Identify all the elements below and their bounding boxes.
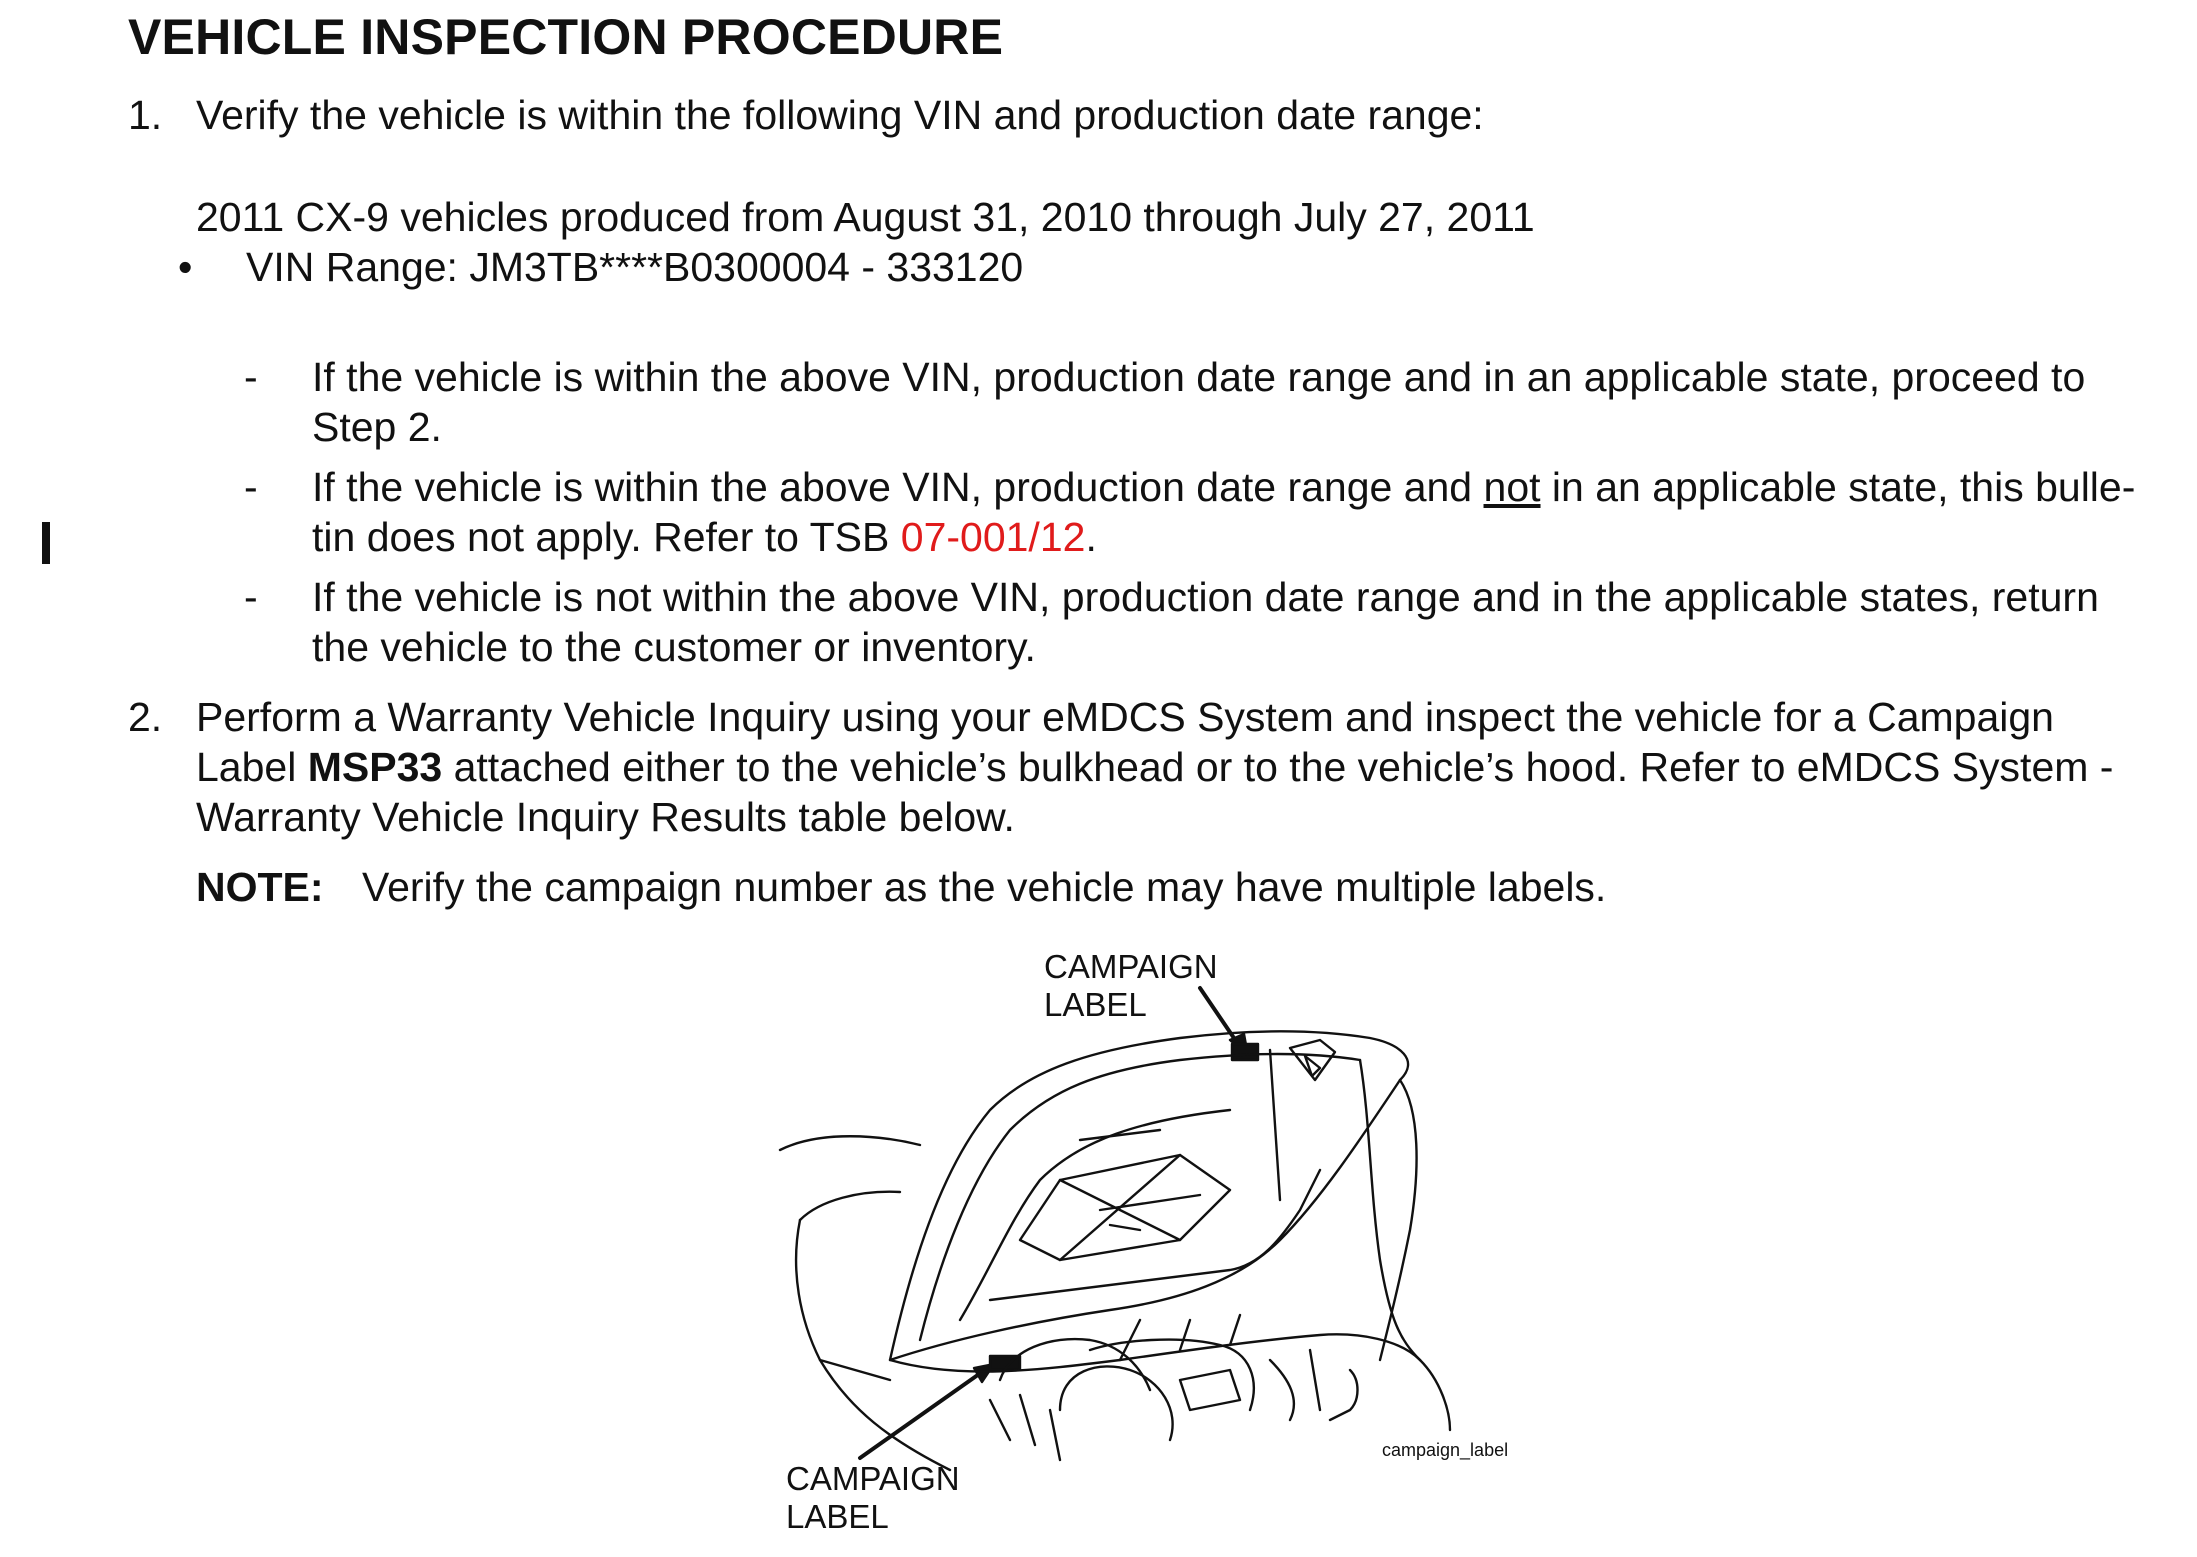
condition-2-text-c: tin does not apply. Refer to TSB bbox=[312, 514, 901, 560]
condition-2-text-a: If the vehicle is within the above VIN, … bbox=[312, 464, 1484, 510]
step-2-text-a: Label bbox=[196, 744, 308, 790]
step-1-number: 1. bbox=[128, 92, 163, 138]
not-emphasis: not bbox=[1483, 464, 1541, 510]
production-range-text: 2011 CX-9 vehicles produced from August … bbox=[196, 194, 1535, 240]
campaign-code: MSP33 bbox=[307, 744, 443, 790]
step-2-line-1: Perform a Warranty Vehicle Inquiry using… bbox=[196, 694, 2054, 740]
step-1-text: Verify the vehicle is within the followi… bbox=[196, 92, 1484, 138]
change-bar bbox=[42, 522, 50, 564]
note-text: Verify the campaign number as the vehicl… bbox=[362, 864, 1607, 910]
vehicle-body bbox=[778, 1058, 1452, 1472]
bottom-label-line-2: LABEL bbox=[786, 1498, 889, 1535]
dash-1: - bbox=[244, 354, 258, 400]
condition-1-line-2: Step 2. bbox=[312, 404, 442, 450]
condition-3-line-2: the vehicle to the customer or inventory… bbox=[312, 624, 1036, 670]
condition-1-line-1: If the vehicle is within the above VIN, … bbox=[312, 354, 2086, 400]
condition-2-text-b: in an applicable state, this bulle- bbox=[1540, 464, 2136, 510]
note: NOTE: bbox=[196, 862, 324, 912]
step-2-number: 2. bbox=[128, 694, 163, 740]
bullet: • bbox=[178, 244, 193, 290]
condition-3-line-1: If the vehicle is not within the above V… bbox=[312, 574, 2099, 620]
top-label-line-2: LABEL bbox=[1044, 986, 1147, 1023]
top-campaign-label-marker bbox=[1230, 1042, 1260, 1062]
step-2-line-3: Warranty Vehicle Inquiry Results table b… bbox=[196, 794, 1015, 840]
step-2-line-2: Label MSP33 attached either to the vehic… bbox=[196, 742, 2113, 792]
figure-caption: campaign_label bbox=[1382, 1440, 1509, 1460]
page-title: VEHICLE INSPECTION PROCEDURE bbox=[128, 9, 1004, 65]
engine-bay bbox=[888, 1313, 1422, 1462]
hood-illustration bbox=[778, 986, 1452, 1472]
step-2-text-b: attached either to the vehicle’s bulkhea… bbox=[442, 744, 2114, 790]
vin-range-text: VIN Range: JM3TB****B0300004 - 333120 bbox=[246, 244, 1024, 290]
hood-outline bbox=[888, 1030, 1410, 1362]
tsb-link[interactable]: 07-001/12 bbox=[900, 514, 1086, 560]
condition-2-line-1: If the vehicle is within the above VIN, … bbox=[312, 462, 2135, 512]
top-label-line-1: CAMPAIGN bbox=[1044, 948, 1218, 985]
note-label: NOTE: bbox=[196, 864, 324, 910]
bottom-label-line-1: CAMPAIGN bbox=[786, 1460, 960, 1497]
dash-2: - bbox=[244, 464, 258, 510]
condition-2-line-2: tin does not apply. Refer to TSB 07-001/… bbox=[312, 512, 1097, 562]
dash-3: - bbox=[244, 574, 258, 620]
condition-2-period: . bbox=[1085, 514, 1097, 560]
